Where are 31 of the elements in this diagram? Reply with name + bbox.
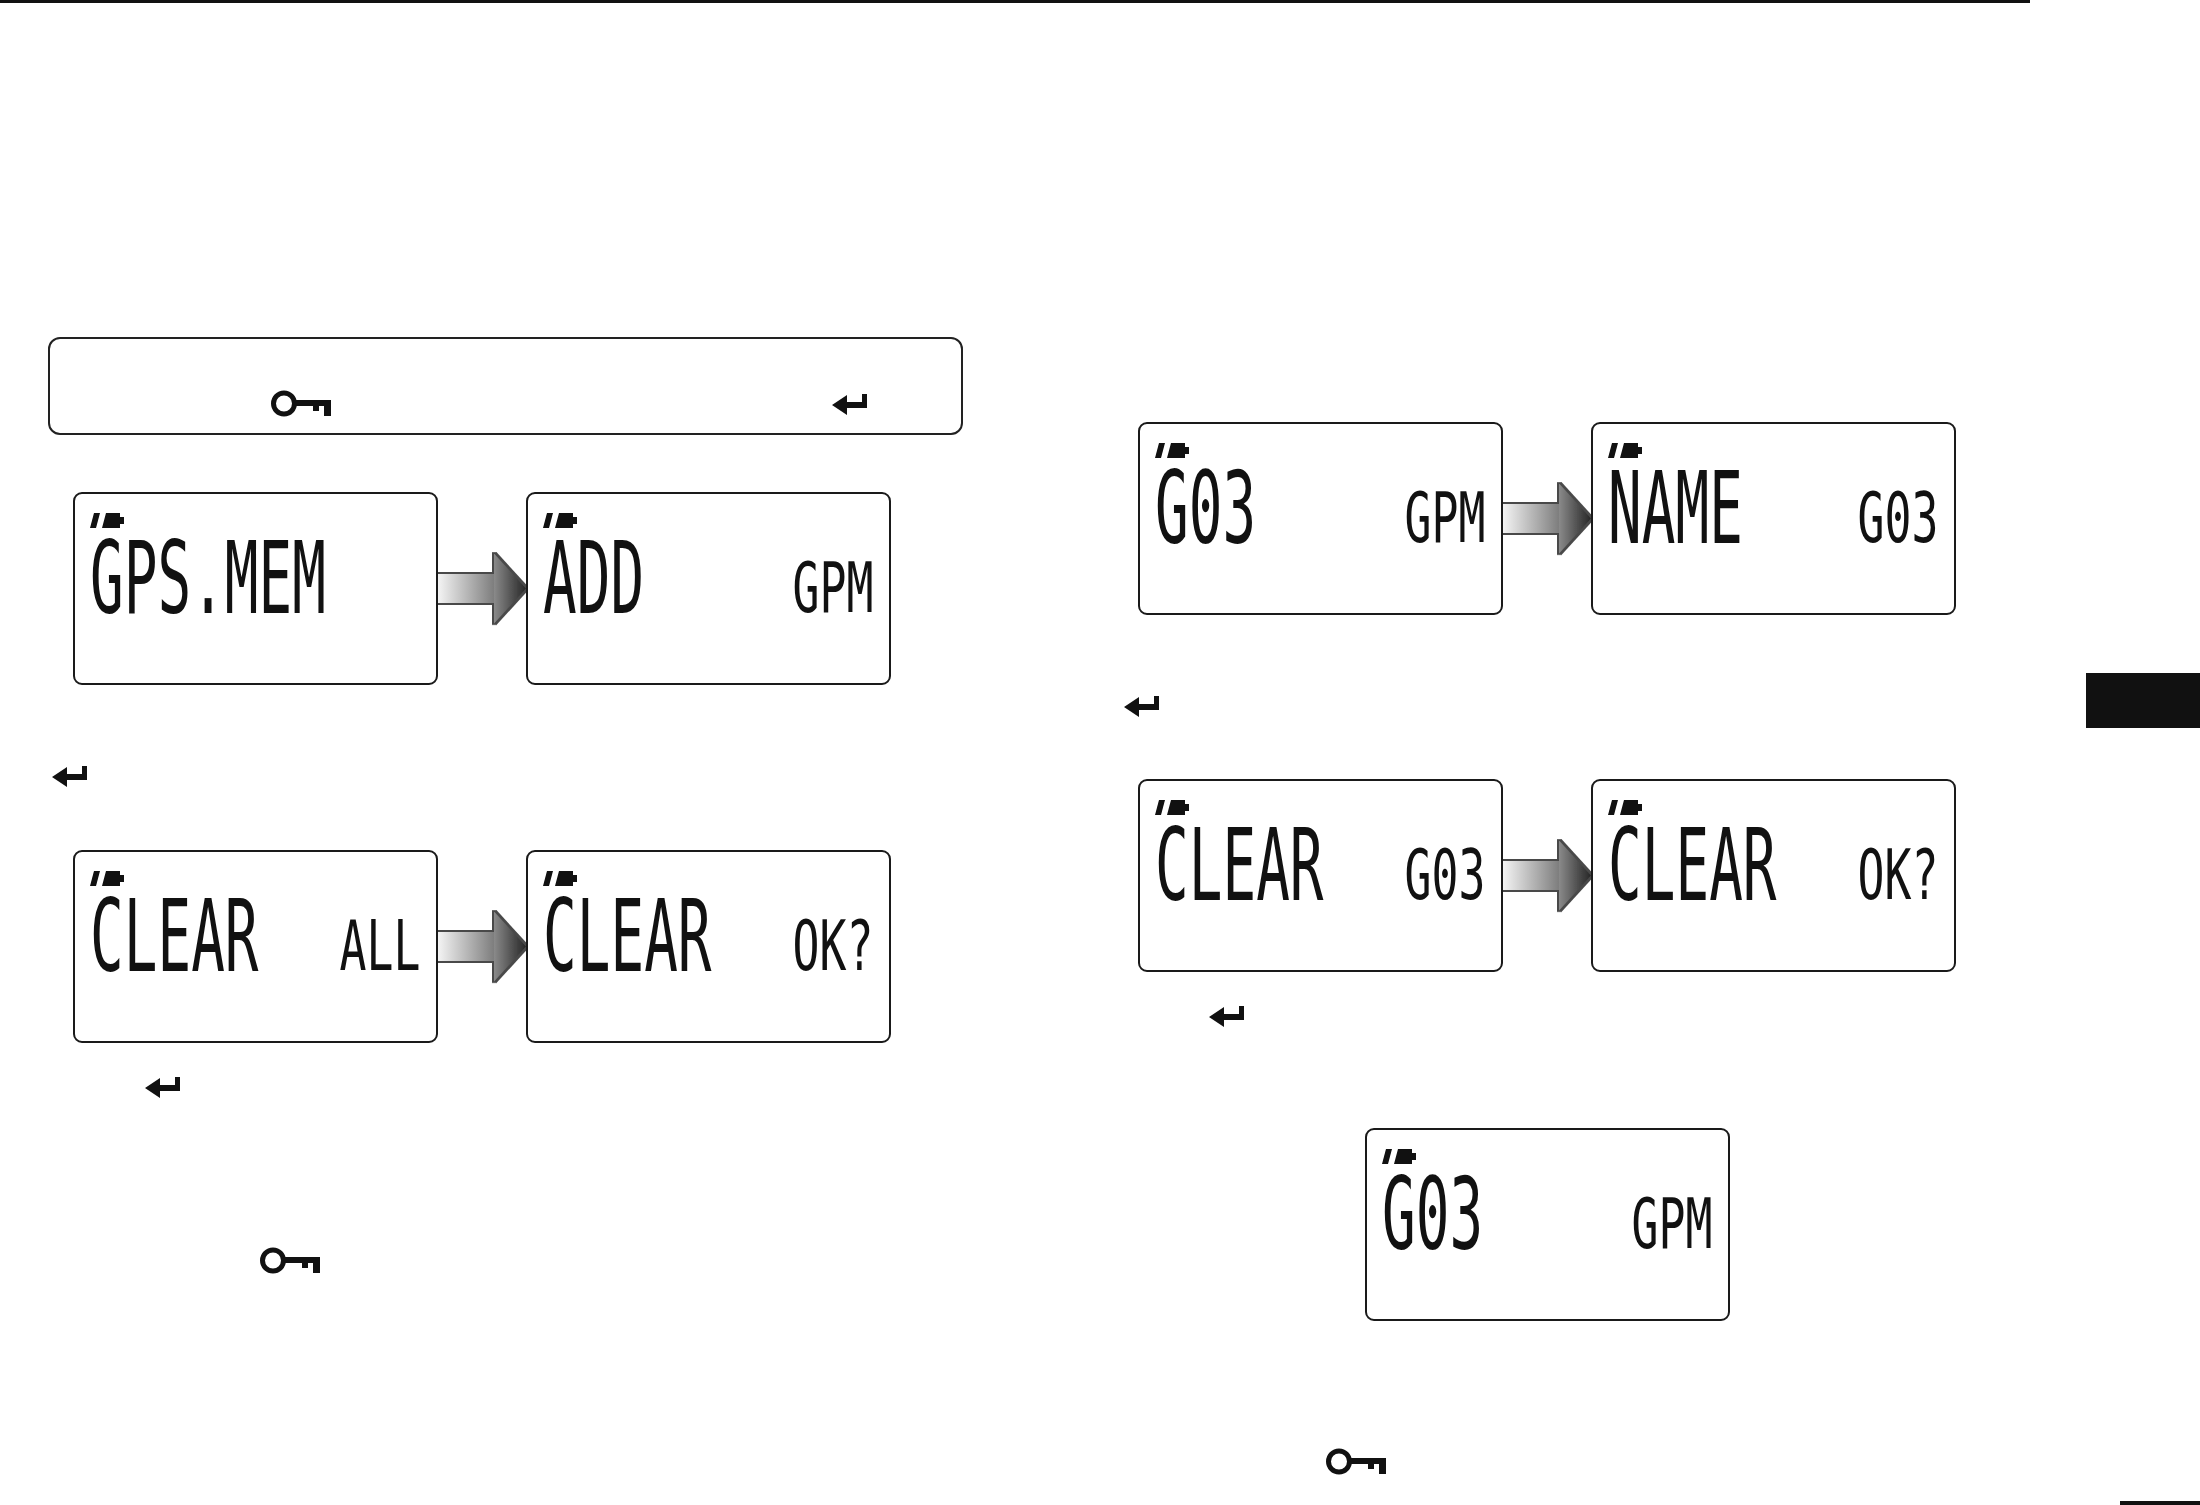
block-arrow bbox=[438, 911, 526, 982]
lcd-screen bbox=[1138, 422, 1503, 615]
display-text: CLEAR bbox=[1608, 823, 1777, 908]
lcd-screen bbox=[1138, 779, 1503, 972]
display-text: GPS.MEM bbox=[90, 536, 326, 621]
lcd-screen bbox=[73, 492, 438, 685]
display-text: G03 bbox=[1155, 466, 1257, 551]
lcd-screen bbox=[526, 850, 891, 1043]
display-text: OK? bbox=[792, 917, 873, 977]
lcd-screen bbox=[73, 850, 438, 1043]
lcd-screen bbox=[1591, 779, 1956, 972]
display-text: NAME bbox=[1608, 466, 1743, 551]
display-text: G03 bbox=[1857, 489, 1938, 549]
display-text: OK? bbox=[1857, 846, 1938, 906]
block-arrow bbox=[438, 553, 526, 624]
lcd-screen bbox=[526, 492, 891, 685]
display-text: G03 bbox=[1404, 846, 1485, 906]
lcd-screen bbox=[1365, 1128, 1730, 1321]
block-arrow bbox=[1503, 483, 1591, 554]
lcd-screen bbox=[1591, 422, 1956, 615]
display-text: ADD bbox=[543, 536, 645, 621]
display-text: GPM bbox=[1631, 1195, 1712, 1255]
display-text: ALL bbox=[339, 917, 420, 977]
display-text: GPM bbox=[1404, 489, 1485, 549]
block-arrow bbox=[1503, 840, 1591, 911]
display-text: CLEAR bbox=[1155, 823, 1324, 908]
display-text: CLEAR bbox=[543, 894, 712, 979]
display-text: GPM bbox=[792, 559, 873, 619]
display-text: CLEAR bbox=[90, 894, 259, 979]
section-tab bbox=[2086, 673, 2200, 728]
display-text: G03 bbox=[1382, 1172, 1484, 1257]
